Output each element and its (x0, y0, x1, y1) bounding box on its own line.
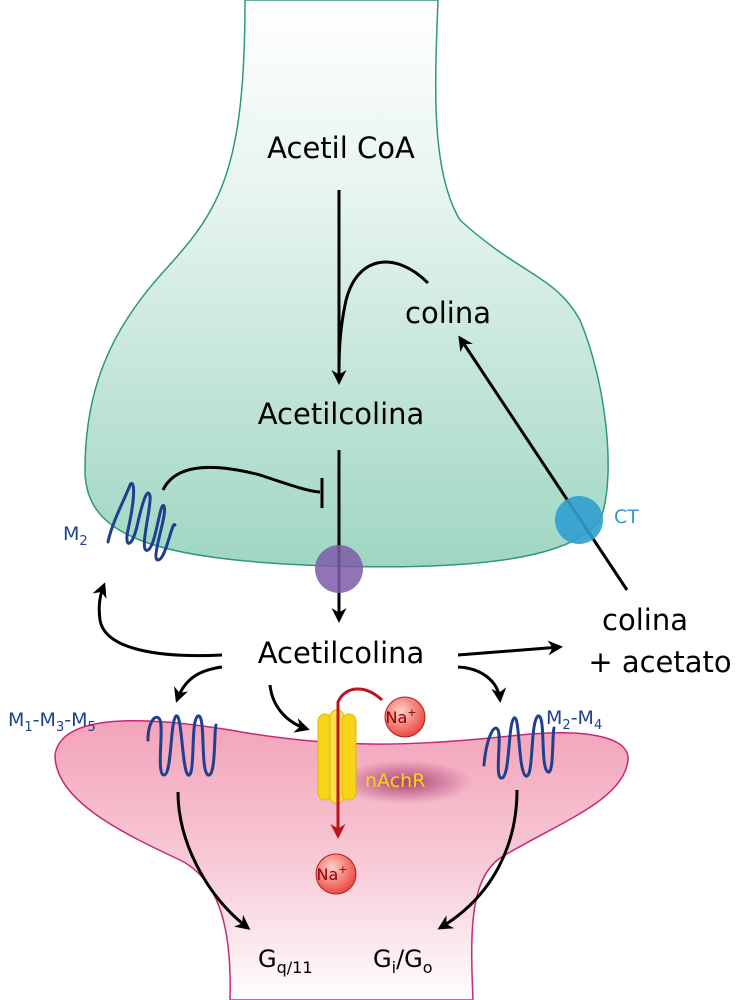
acetyl-coa-label: Acetil CoA (267, 131, 415, 165)
nachr-glow (337, 760, 473, 804)
vesicle-release-site (315, 545, 363, 593)
arrow-to-nachr (268, 684, 310, 733)
m1-m3-m5-receptor (146, 714, 218, 777)
acetate-product-label: + acetato (588, 645, 731, 679)
nachr-channel (317, 709, 357, 805)
m2-m4-receptor (482, 714, 556, 780)
m2-m4-label: M2-M4 (546, 707, 602, 733)
nachr-label: nAchR (365, 770, 425, 792)
transporter-label: CT (614, 506, 639, 528)
gigo-label: Gi/Go (373, 945, 433, 977)
arrow-to-gq11 (176, 791, 251, 930)
choline-inside-label: colina (405, 296, 491, 330)
arrow-to-m1m3m5 (174, 665, 223, 703)
acetylcholine-cleft-label: Acetilcolina (258, 636, 425, 670)
gq11-label: Gq/11 (258, 945, 313, 977)
acetylcholine-inside-label: Acetilcolina (258, 397, 425, 431)
sodium-ion-inside (315, 853, 357, 895)
presynaptic-terminal (84, 0, 609, 568)
choline-reuptake-arrow (458, 335, 629, 591)
arrow-to-autoreceptor (92, 582, 223, 658)
arrow-to-hydrolysis (457, 640, 563, 657)
choline-product-label: colina (602, 603, 688, 637)
arrow-to-gigo (437, 789, 519, 930)
m1-m3-m5-label: M1-M3-M5 (8, 709, 96, 735)
sodium-ion-outside-label: Na+ (386, 706, 417, 727)
sodium-ion-outside (384, 696, 426, 738)
sodium-flow-arrow (330, 687, 384, 839)
m2-autoreceptor (106, 481, 177, 562)
m2-autoreceptor-label: M2 (63, 523, 88, 549)
sodium-ion-inside-label: Na+ (317, 863, 348, 884)
arrow-to-m2m4 (457, 665, 507, 703)
autoreceptor-inhibition (161, 465, 321, 494)
choline-transporter (555, 496, 603, 544)
choline-incorporation-arrow (337, 260, 430, 373)
